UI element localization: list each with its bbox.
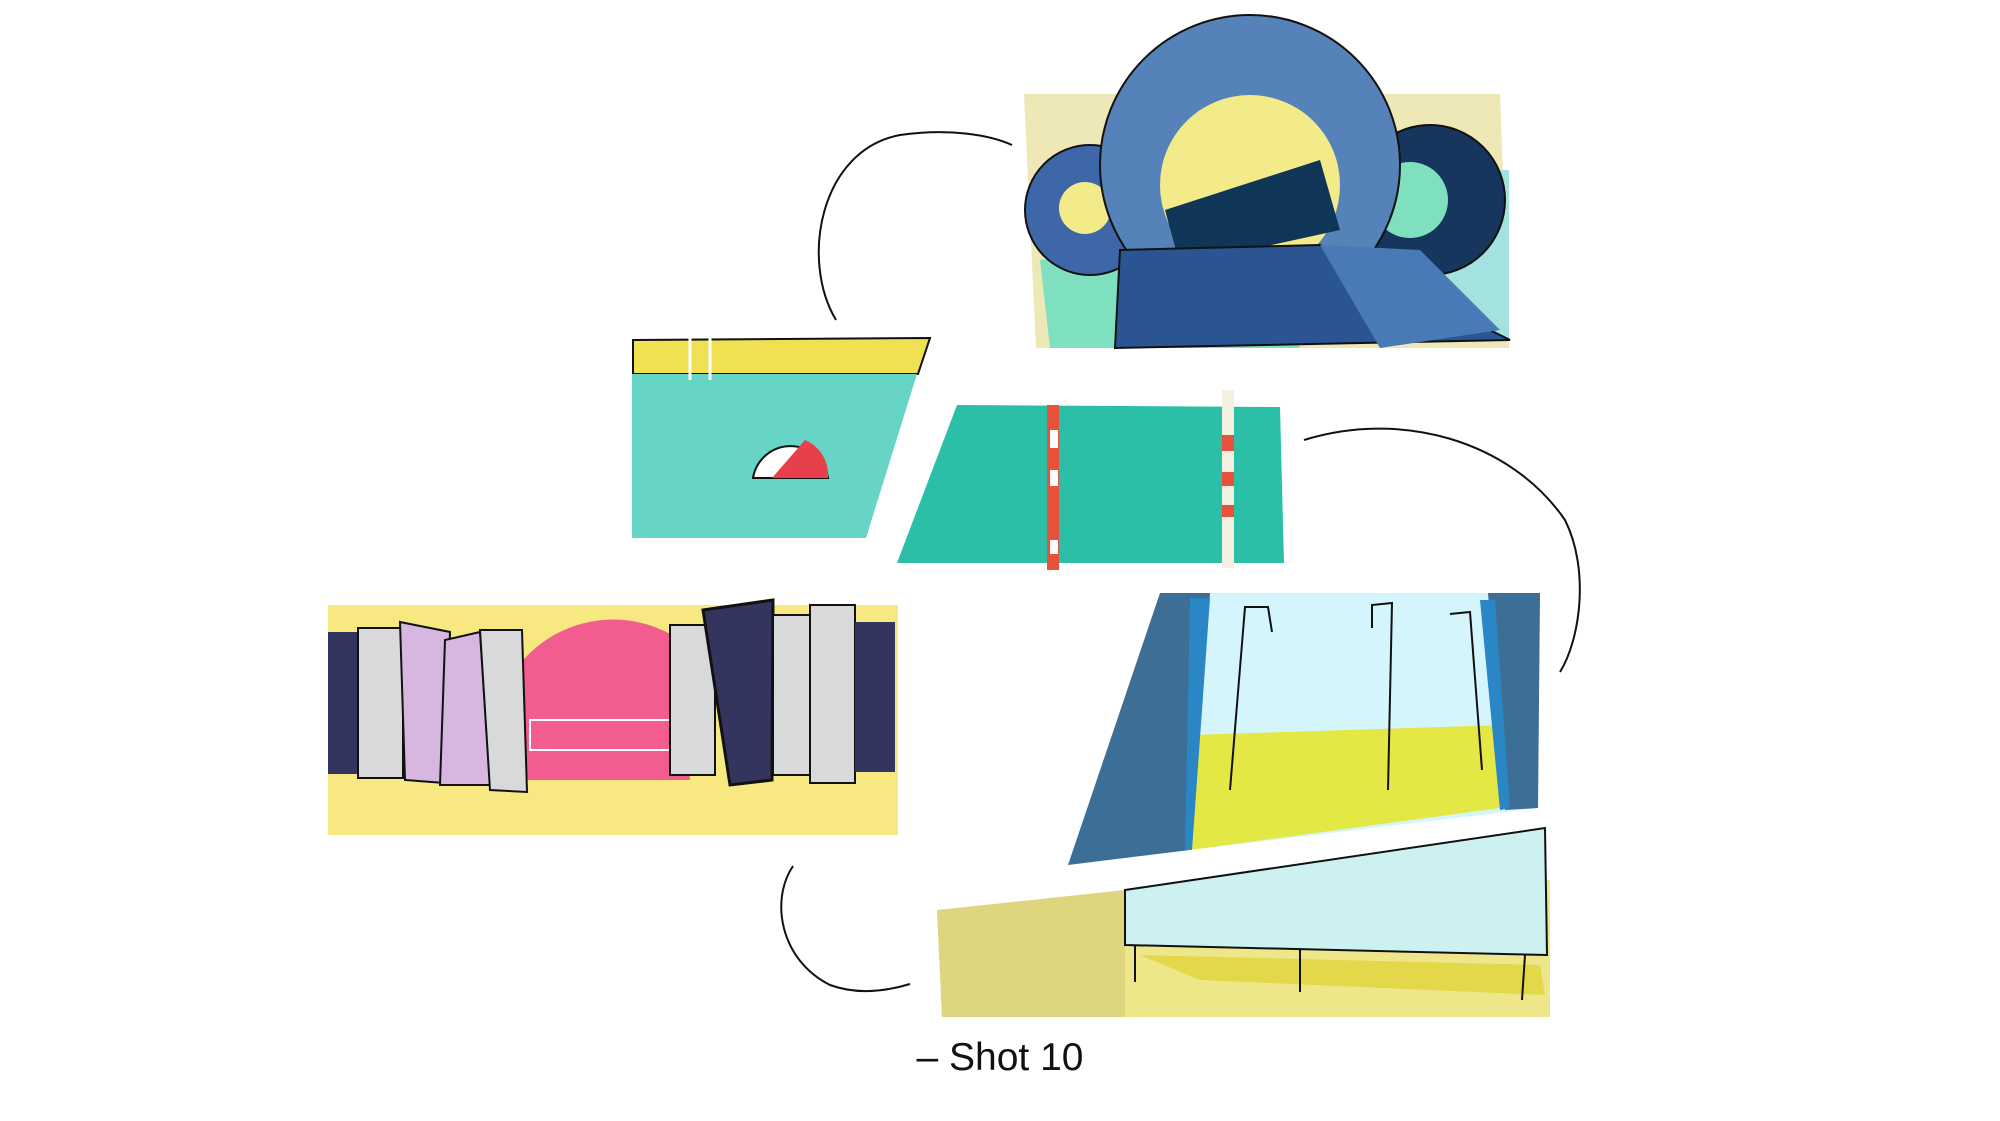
tube-slide-illustration <box>1024 14 1511 350</box>
bench-illustration <box>937 826 1550 1017</box>
showers-illustration <box>1068 593 1540 865</box>
connector-arc-3 <box>780 865 911 993</box>
connector-arc-1 <box>817 131 1013 321</box>
shot-caption: – Shot 10 <box>916 1036 1084 1079</box>
pool-ball-illustration <box>632 322 932 538</box>
locker-room-illustration <box>328 598 898 835</box>
connector-arc-2 <box>1303 427 1581 673</box>
lane-pool-illustration <box>897 390 1284 570</box>
